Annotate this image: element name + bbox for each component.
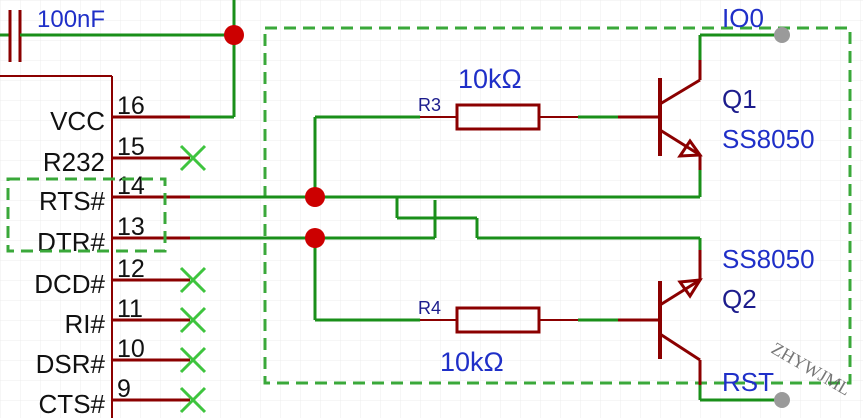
pin-number: 11 bbox=[117, 295, 143, 323]
no-connect-icon bbox=[179, 306, 207, 334]
junction-dot bbox=[224, 25, 244, 45]
io0-net: IO0 bbox=[698, 3, 790, 60]
rts-dtr-nets bbox=[190, 115, 702, 322]
rst-net: RST bbox=[698, 367, 790, 408]
rst-label: RST bbox=[722, 367, 774, 397]
resistor-r3: R3 10kΩ bbox=[418, 64, 618, 131]
pin-number: 16 bbox=[117, 92, 145, 120]
resistor-r4: R4 10kΩ bbox=[418, 298, 618, 377]
no-connect-icon bbox=[179, 386, 207, 414]
capacitor-c1: 100nF bbox=[0, 6, 234, 62]
vcc-net bbox=[190, 0, 244, 119]
pin-name: RTS# bbox=[39, 186, 106, 216]
rst-port bbox=[774, 392, 790, 408]
pin-name: DCD# bbox=[34, 269, 105, 299]
pin-number: 14 bbox=[117, 172, 145, 200]
ic-pins: 16VCC15R23214RTS#13DTR#12DCD#11RI#10DSR#… bbox=[34, 92, 207, 418]
q1-part: SS8050 bbox=[722, 124, 815, 154]
capacitor-value: 100nF bbox=[37, 6, 105, 33]
pin-number: 15 bbox=[117, 133, 145, 161]
no-connect-icon bbox=[179, 266, 207, 294]
io0-label: IO0 bbox=[722, 3, 764, 33]
rts-dtr-highlight-box bbox=[6, 177, 167, 253]
pin-name: R232 bbox=[43, 147, 105, 177]
no-connect-icon bbox=[179, 346, 207, 374]
pin-number: 9 bbox=[117, 375, 131, 403]
pin-name: DSR# bbox=[36, 349, 106, 379]
r3-value: 10kΩ bbox=[458, 64, 522, 94]
q1-ref: Q1 bbox=[722, 84, 757, 114]
pin-number: 12 bbox=[117, 255, 145, 283]
pin-name: CTS# bbox=[39, 389, 106, 418]
auto-reset-circuit-box bbox=[263, 26, 852, 385]
no-connect-icon bbox=[179, 144, 207, 172]
pin-number: 10 bbox=[117, 335, 145, 363]
junction-dot bbox=[305, 228, 325, 248]
pin-number: 13 bbox=[117, 213, 145, 241]
transistor-q2: SS8050 Q2 bbox=[618, 244, 815, 385]
transistor-q1: Q1 SS8050 bbox=[618, 60, 815, 170]
junction-dot bbox=[305, 187, 325, 207]
io0-port bbox=[774, 27, 790, 43]
q2-ref: Q2 bbox=[722, 284, 757, 314]
r4-value: 10kΩ bbox=[440, 347, 504, 377]
r4-ref: R4 bbox=[418, 298, 441, 318]
r3-ref: R3 bbox=[418, 95, 441, 115]
pin-name: RI# bbox=[65, 309, 106, 339]
q2-part: SS8050 bbox=[722, 244, 815, 274]
pin-name: VCC bbox=[50, 106, 105, 136]
